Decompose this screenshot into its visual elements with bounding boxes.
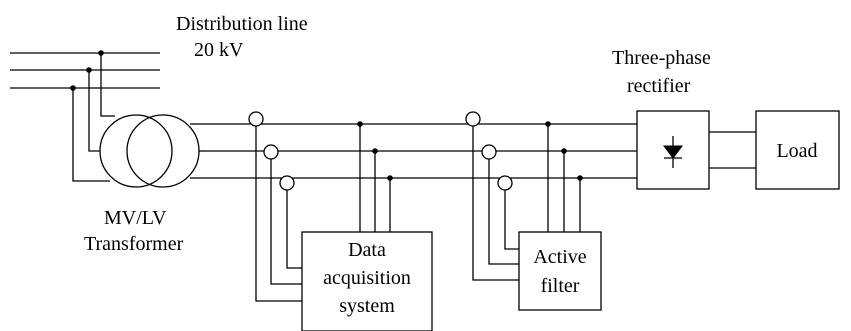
transformer-label-line2: Transformer: [84, 233, 184, 255]
load-label: Load: [776, 140, 817, 162]
rectifier-box: [636, 110, 710, 190]
current-sensors-filter: [465, 111, 519, 281]
transformer-label-line1: MV/LV: [104, 207, 167, 229]
transformer-symbol: [99, 114, 206, 188]
active-filter-taps: [545, 121, 583, 232]
daq-label-line2: acquisition: [323, 267, 411, 289]
load-box: Load: [755, 110, 840, 190]
rectifier-label-line1: Three-phase: [612, 47, 711, 69]
rectifier-label-line2: rectifier: [627, 75, 691, 97]
voltage-label: 20 kV: [194, 39, 244, 61]
voltage-taps-daq: [357, 121, 393, 232]
diode-icon: [663, 136, 683, 168]
current-sensors-daq: [248, 111, 302, 302]
daq-label-line1: Data: [348, 239, 386, 261]
data-acquisition-box: Data acquisition system: [301, 231, 433, 331]
filter-label-line2: filter: [541, 275, 580, 297]
distribution-line: [10, 50, 160, 182]
filter-label-line1: Active: [533, 246, 586, 268]
daq-label-line3: system: [339, 295, 395, 317]
distribution-line-label: Distribution line: [176, 13, 308, 35]
active-filter-box: Active filter: [518, 231, 602, 311]
dc-link: [709, 131, 756, 169]
